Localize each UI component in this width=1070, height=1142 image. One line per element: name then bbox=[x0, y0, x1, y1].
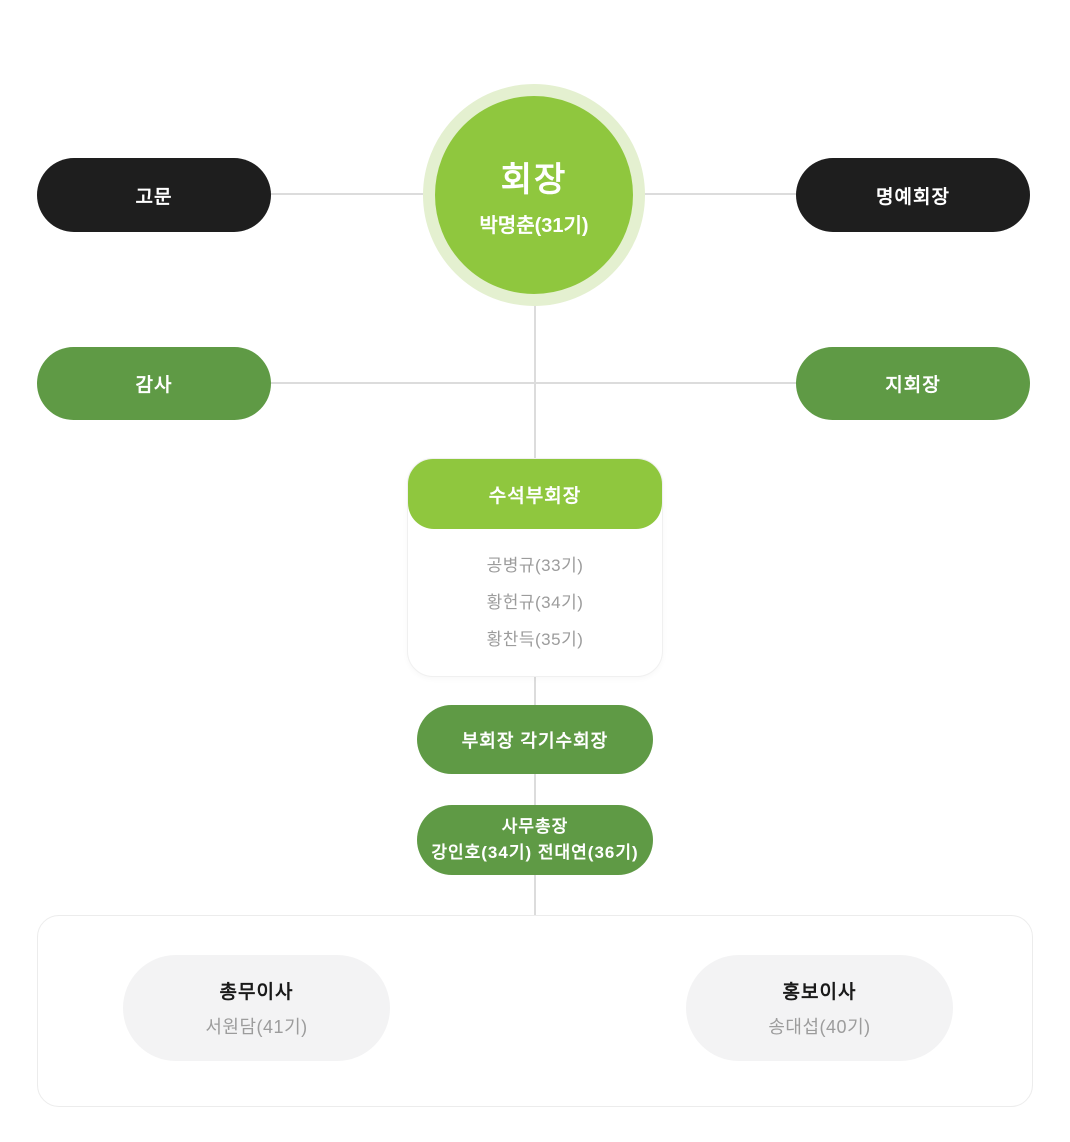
secretary-general-names: 강인호(34기) 전대연(36기) bbox=[431, 842, 639, 862]
senior-vice-chairman-card: 수석부회장 공병규(33기) 황헌규(34기) 황찬득(35기) bbox=[407, 458, 663, 677]
auditor-node: 감사 bbox=[37, 347, 271, 420]
branch-chairman-label: 지회장 bbox=[885, 375, 941, 396]
auditor-label: 감사 bbox=[135, 375, 173, 396]
senior-vice-chairman-member: 황헌규(34기) bbox=[486, 593, 584, 612]
chairman-node: 회장 박명춘(31기) bbox=[423, 84, 645, 306]
pr-director-name: 송대섭(40기) bbox=[768, 1017, 871, 1037]
general-affairs-director-name: 서원담(41기) bbox=[205, 1017, 308, 1037]
chairman-title: 회장 bbox=[500, 161, 568, 199]
advisor-node: 고문 bbox=[37, 158, 271, 232]
pr-director-node: 홍보이사 송대섭(40기) bbox=[686, 955, 953, 1061]
secretary-general-title: 사무총장 bbox=[501, 817, 569, 837]
senior-vice-chairman-member: 공병규(33기) bbox=[486, 556, 584, 575]
vice-chairman-node: 부회장 각기수회장 bbox=[417, 705, 653, 774]
secretary-general-node: 사무총장 강인호(34기) 전대연(36기) bbox=[417, 805, 653, 875]
honorary-chairman-label: 명예회장 bbox=[876, 186, 950, 208]
advisor-label: 고문 bbox=[135, 186, 173, 208]
branch-chairman-node: 지회장 bbox=[796, 347, 1030, 420]
pr-director-title: 홍보이사 bbox=[782, 982, 857, 1003]
general-affairs-director-title: 총무이사 bbox=[219, 982, 294, 1003]
senior-vice-chairman-member: 황찬득(35기) bbox=[486, 630, 584, 649]
honorary-chairman-node: 명예회장 bbox=[796, 158, 1030, 232]
vice-chairman-label: 부회장 각기수회장 bbox=[461, 730, 609, 751]
chairman-name: 박명춘(31기) bbox=[479, 215, 589, 237]
senior-vice-chairman-members: 공병규(33기) 황헌규(34기) 황찬득(35기) bbox=[408, 529, 662, 676]
general-affairs-director-node: 총무이사 서원담(41기) bbox=[123, 955, 390, 1061]
senior-vice-chairman-title: 수석부회장 bbox=[408, 459, 662, 529]
directors-box: 총무이사 서원담(41기) 홍보이사 송대섭(40기) bbox=[37, 915, 1033, 1107]
